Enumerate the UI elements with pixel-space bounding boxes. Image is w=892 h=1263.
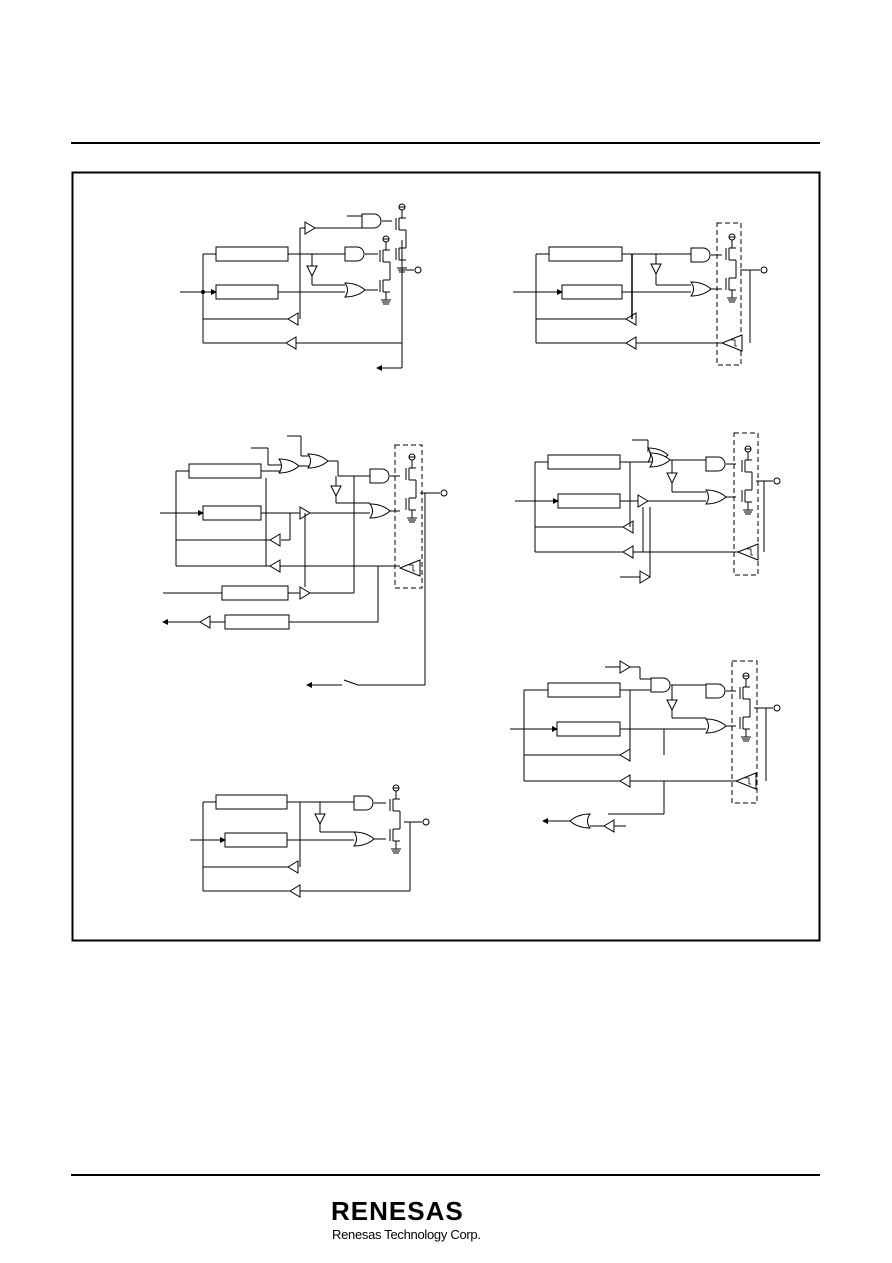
circuit-e [510,660,781,833]
circuit-a [180,203,422,371]
circuit-c [160,435,448,688]
logo-tagline: Renesas Technology Corp. [332,1227,481,1242]
renesas-logo: RENESAS Renesas Technology Corp. [331,1198,531,1248]
footer-rule [71,1174,820,1176]
circuit-d [515,432,781,584]
logo-wordmark: RENESAS [331,1196,464,1226]
circuit-b [513,222,768,366]
header-rule [71,142,820,144]
circuit-f [190,784,430,898]
figure-frame [71,171,821,942]
